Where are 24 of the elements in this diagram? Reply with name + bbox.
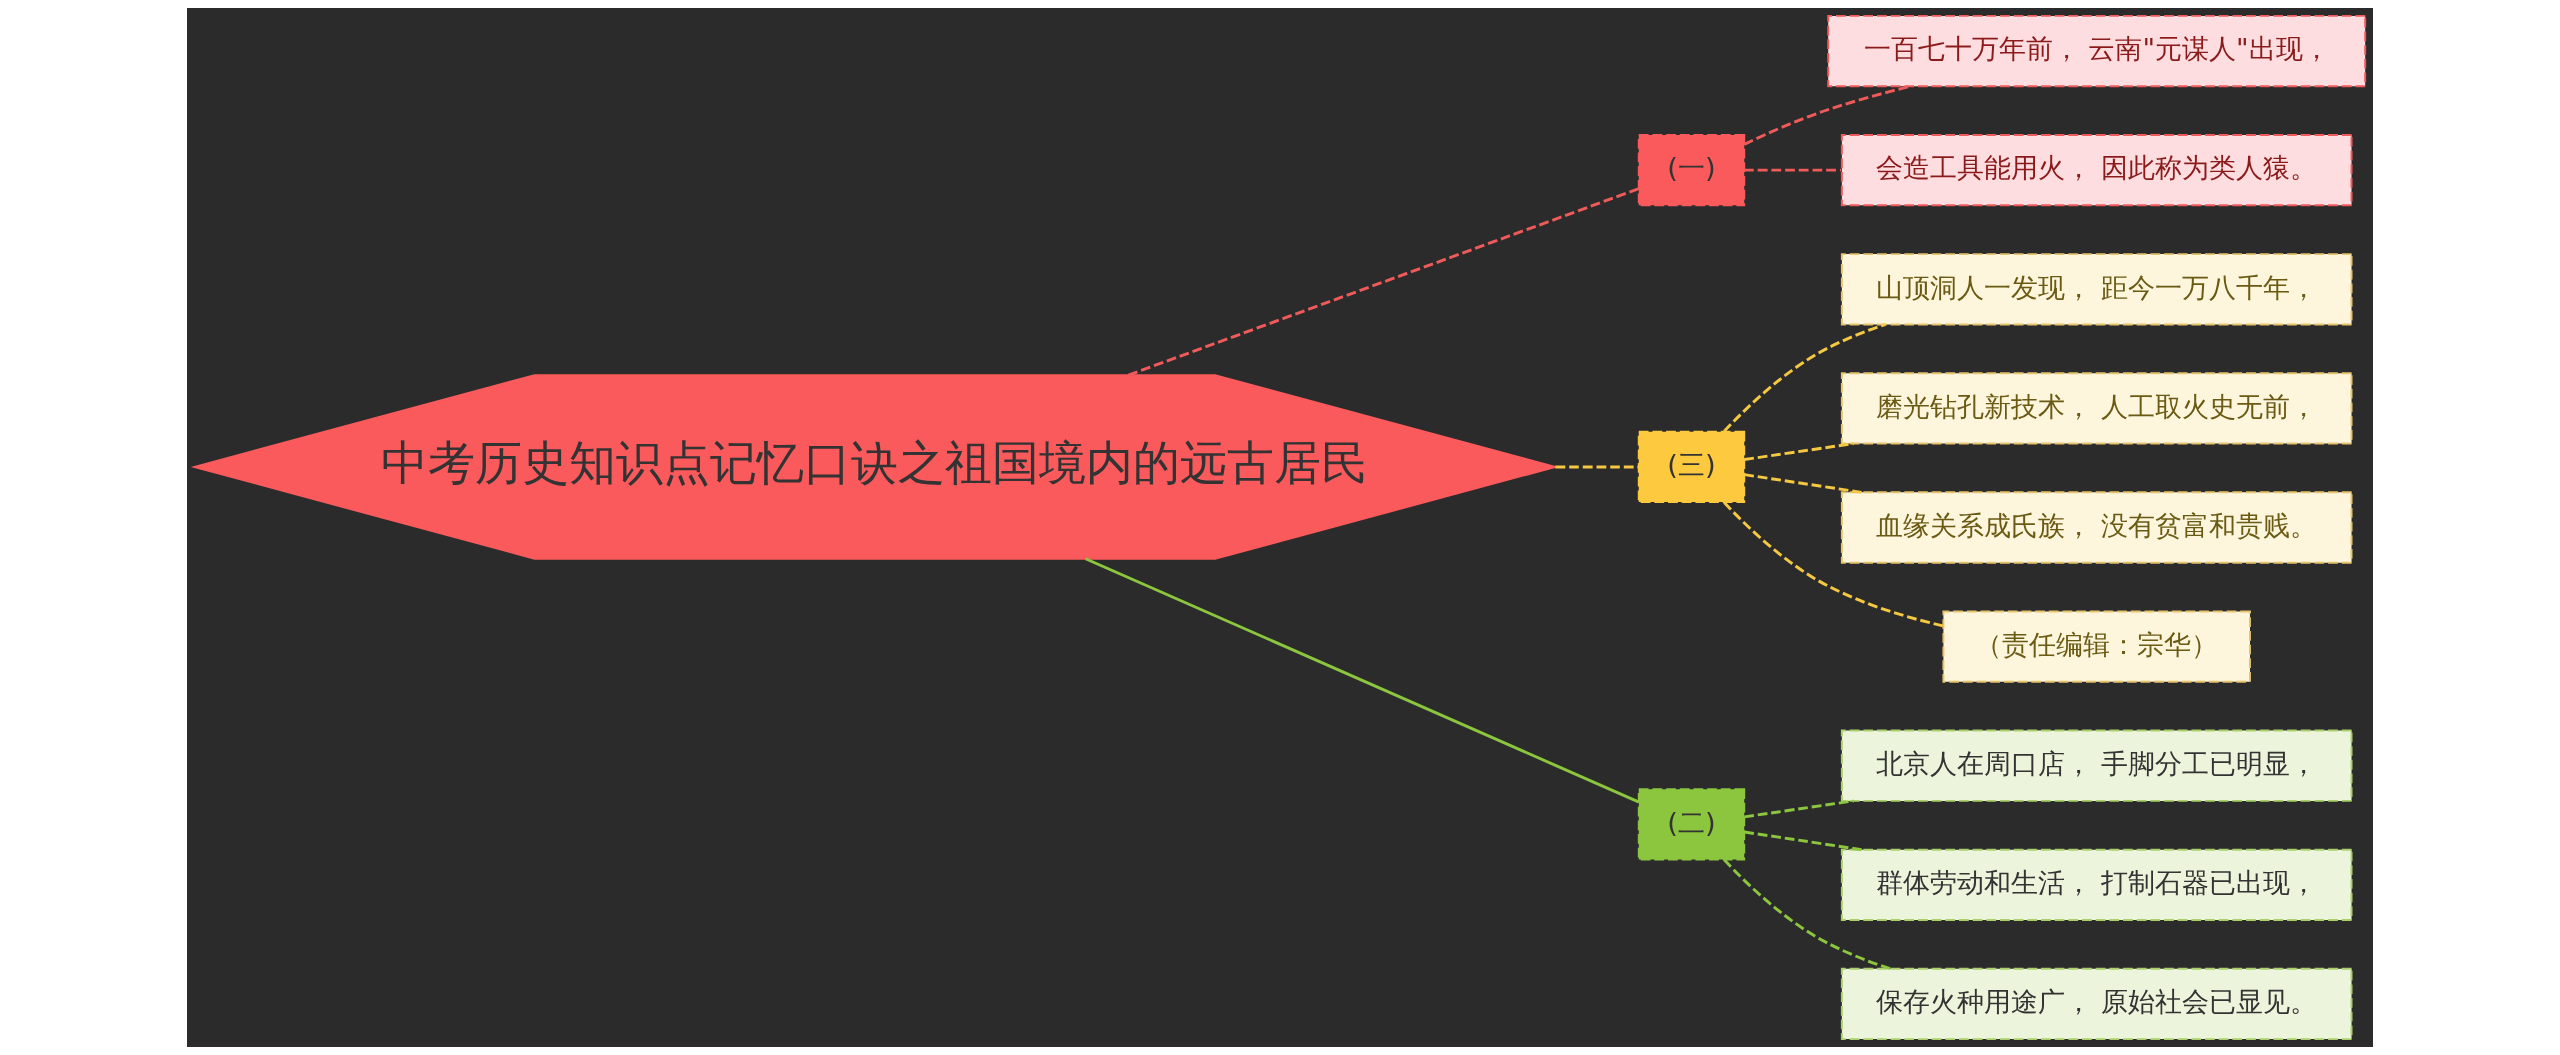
node-box: 会造工具能用火， 因此称为类人猿。 — [1840, 134, 2353, 207]
connector — [1555, 465, 1639, 469]
node-box: 一百七十万年前， 云南"元谋人"出现， — [1827, 14, 2367, 88]
connector — [1744, 168, 1842, 172]
node-box: 山顶洞人一发现， 距今一万八千年， — [1840, 253, 2353, 326]
connector — [1127, 187, 1640, 377]
connector — [1744, 799, 1854, 819]
node-box: 北京人在周口店， 手脚分工已明显， — [1840, 729, 2353, 802]
node-box: （责任编辑：宗华） — [1942, 610, 2251, 683]
connector — [1723, 501, 1944, 628]
connector — [1084, 557, 1640, 804]
connector — [1723, 323, 1886, 433]
connector — [1723, 858, 1891, 971]
node-box: 群体劳动和生活， 打制石器已出现， — [1840, 848, 2353, 921]
node-box: (三) — [1637, 430, 1746, 504]
node-box: 磨光钻孔新技术， 人工取火史无前， — [1840, 372, 2353, 445]
connector — [1744, 442, 1854, 461]
node-box: (一) — [1637, 134, 1746, 207]
node-box: 血缘关系成氏族， 没有贫富和贵贱。 — [1840, 491, 2353, 564]
connector — [1744, 473, 1862, 494]
connector — [1743, 84, 1911, 146]
node-box: (二) — [1637, 788, 1746, 861]
connector — [1744, 830, 1862, 852]
node-box: 保存火种用途广， 原始社会已显见。 — [1840, 967, 2353, 1041]
